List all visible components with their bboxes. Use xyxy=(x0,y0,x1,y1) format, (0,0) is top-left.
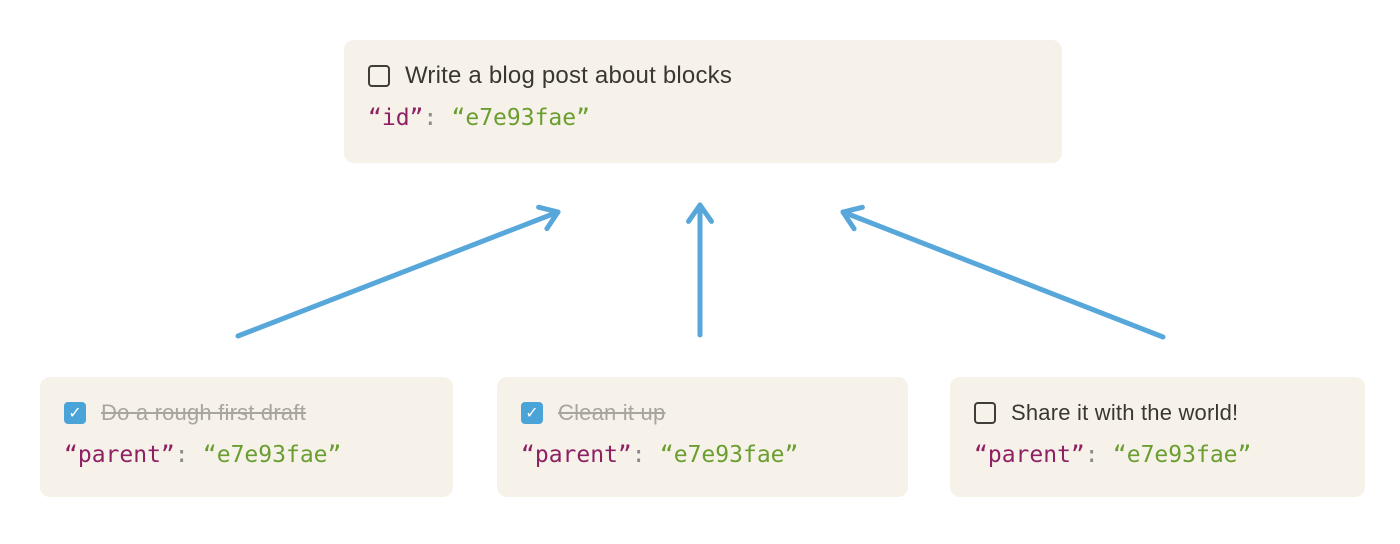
json-colon: : xyxy=(423,105,438,131)
checkmark-icon: ✓ xyxy=(68,403,82,422)
child-block-card: ✓ Share it with the world! “parent”: “e7e… xyxy=(950,377,1365,497)
checkbox-checked-icon[interactable]: ✓ xyxy=(64,402,86,424)
checkbox-checked-icon[interactable]: ✓ xyxy=(521,402,543,424)
child-block-card: ✓ Clean it up “parent”: “e7e93fae” xyxy=(497,377,908,497)
block-id-code: “id”: “e7e93fae” xyxy=(368,103,1038,133)
checkbox-unchecked-icon[interactable]: ✓ xyxy=(368,65,390,87)
json-key: “parent” xyxy=(64,442,175,468)
json-value: “e7e93fae” xyxy=(659,442,799,468)
todo-row: ✓ Do a rough first draft xyxy=(64,399,429,427)
arrow-from-clean-it-up xyxy=(686,202,714,338)
todo-title: Write a blog post about blocks xyxy=(405,62,733,89)
parent-block-card: ✓ Write a blog post about blocks “id”: “e… xyxy=(344,40,1062,163)
checkmark-icon: ✓ xyxy=(525,403,539,422)
block-parent-code: “parent”: “e7e93fae” xyxy=(521,440,884,470)
json-colon: : xyxy=(1084,442,1099,468)
json-colon: : xyxy=(631,442,646,468)
arrow-from-share-it xyxy=(840,204,1166,340)
json-key: “parent” xyxy=(521,442,632,468)
json-colon: : xyxy=(174,442,189,468)
arrow-from-first-draft xyxy=(235,204,561,339)
json-value: “e7e93fae” xyxy=(451,105,590,131)
block-parent-code: “parent”: “e7e93fae” xyxy=(974,440,1341,470)
json-key: “parent” xyxy=(974,442,1085,468)
checkbox-unchecked-icon[interactable]: ✓ xyxy=(974,402,996,424)
child-block-card: ✓ Do a rough first draft “parent”: “e7e93… xyxy=(40,377,453,497)
block-parent-code: “parent”: “e7e93fae” xyxy=(64,440,429,470)
todo-title: Do a rough first draft xyxy=(101,400,306,425)
todo-title: Share it with the world! xyxy=(1011,400,1239,425)
todo-row: ✓ Clean it up xyxy=(521,399,884,427)
todo-row: ✓ Share it with the world! xyxy=(974,399,1341,427)
json-value: “e7e93fae” xyxy=(202,442,342,468)
json-key: “id” xyxy=(368,105,424,131)
todo-row: ✓ Write a blog post about blocks xyxy=(368,62,1038,90)
json-value: “e7e93fae” xyxy=(1112,442,1252,468)
todo-title: Clean it up xyxy=(558,400,666,425)
